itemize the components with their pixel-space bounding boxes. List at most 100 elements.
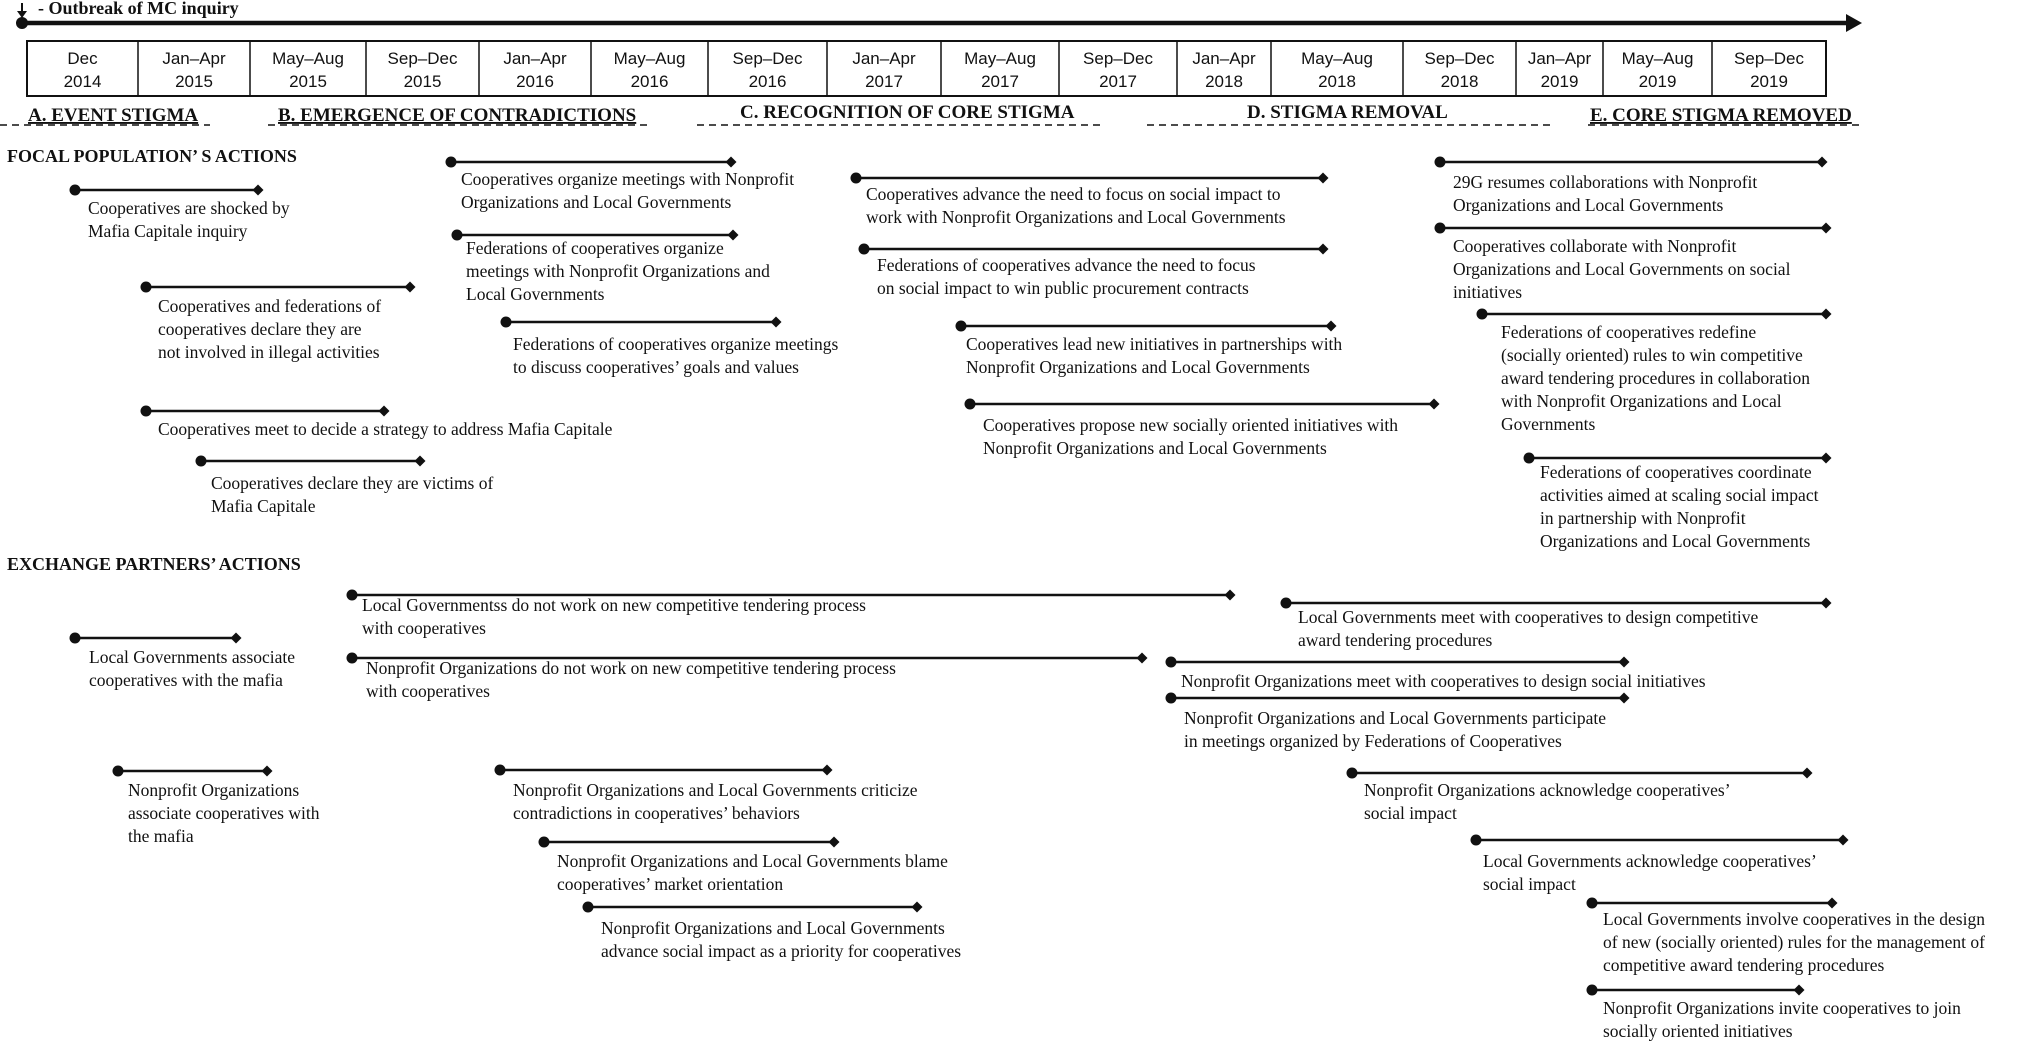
period-year: 2019 bbox=[1541, 72, 1579, 91]
phase-e: E. CORE STIGMA REMOVED bbox=[1588, 105, 1860, 126]
focal-action-text: Cooperatives lead new initiatives in par… bbox=[966, 334, 1342, 354]
end-diamond-icon bbox=[1136, 652, 1148, 664]
period-year: 2015 bbox=[175, 72, 213, 91]
start-dot-icon bbox=[140, 405, 152, 417]
exchange-action: Nonprofit Organizations acknowledge coop… bbox=[1346, 767, 1813, 823]
phase-b-label: B. EMERGENCE OF CONTRADICTIONS bbox=[278, 105, 636, 126]
period-grid: Dec2014Jan–Apr2015May–Aug2015Sep–Dec2015… bbox=[26, 40, 1827, 97]
period-months: May–Aug bbox=[1622, 49, 1694, 68]
start-dot-icon bbox=[195, 455, 207, 467]
end-diamond-icon bbox=[911, 901, 923, 913]
start-dot-icon bbox=[140, 281, 152, 293]
exchange-action-text: competitive award tendering procedures bbox=[1603, 955, 1885, 975]
period-months: Dec bbox=[67, 49, 98, 68]
end-diamond-icon bbox=[230, 632, 242, 644]
exchange-action-text: Local Governments meet with cooperatives… bbox=[1298, 607, 1758, 627]
focal-action: Cooperatives collaborate with NonprofitO… bbox=[1434, 222, 1832, 302]
focal-action-text: with Nonprofit Organizations and Local bbox=[1501, 391, 1782, 411]
start-dot-icon bbox=[1280, 597, 1292, 609]
exchange-action-text: with cooperatives bbox=[362, 618, 486, 638]
exchange-action: Local Governmentss do not work on new co… bbox=[346, 589, 1236, 638]
exchange-action-text: Local Governments associate bbox=[89, 647, 295, 667]
focal-action-text: Local Governments bbox=[466, 284, 605, 304]
focal-action-text: Cooperatives propose new socially orient… bbox=[983, 415, 1398, 435]
start-dot-icon bbox=[850, 172, 862, 184]
phase-d-label: D. STIGMA REMOVAL bbox=[1247, 102, 1448, 123]
start-dot-icon bbox=[582, 901, 594, 913]
exchange-action: Local Governments associatecooperatives … bbox=[69, 632, 295, 690]
focal-action-text: meetings with Nonprofit Organizations an… bbox=[466, 261, 770, 281]
exchange-action-text: Nonprofit Organizations and Local Govern… bbox=[557, 851, 948, 871]
focal-action: Cooperatives advance the need to focus o… bbox=[850, 172, 1329, 227]
exchange-action-text: Nonprofit Organizations bbox=[128, 780, 299, 800]
focal-action: Federations of cooperatives organize meet… bbox=[451, 229, 770, 304]
exchange-action-text: contradictions in cooperatives’ behavior… bbox=[513, 803, 800, 823]
start-dot-icon bbox=[1346, 767, 1358, 779]
focal-action: Cooperatives lead new initiatives in par… bbox=[955, 320, 1342, 377]
exchange-action-text: Nonprofit Organizations acknowledge coop… bbox=[1364, 780, 1731, 800]
end-diamond-icon bbox=[821, 764, 833, 776]
start-dot-icon bbox=[1523, 452, 1535, 464]
period-year: 2016 bbox=[749, 72, 787, 91]
end-diamond-icon bbox=[1826, 897, 1838, 909]
exchange-action-text: in meetings organized by Federations of … bbox=[1184, 731, 1562, 751]
focal-action-text: Federations of cooperatives redefine bbox=[1501, 322, 1756, 342]
focal-action-text: Cooperatives and federations of bbox=[158, 296, 381, 316]
start-dot-icon bbox=[346, 589, 358, 601]
start-dot-icon bbox=[1476, 308, 1488, 320]
end-diamond-icon bbox=[1618, 692, 1630, 704]
focal-action-text: Organizations and Local Governments bbox=[461, 192, 732, 212]
focal-action: Federations of cooperatives advance the … bbox=[858, 243, 1329, 298]
period-months: Sep–Dec bbox=[1734, 49, 1804, 68]
exchange-action-text: social impact bbox=[1364, 803, 1457, 823]
period-months: May–Aug bbox=[614, 49, 686, 68]
start-dot-icon bbox=[1586, 897, 1598, 909]
focal-action-text: Nonprofit Organizations and Local Govern… bbox=[983, 438, 1327, 458]
period-year: 2018 bbox=[1441, 72, 1479, 91]
focal-action-text: work with Nonprofit Organizations and Lo… bbox=[866, 207, 1286, 227]
period-year: 2014 bbox=[64, 72, 102, 91]
focal-action-text: initiatives bbox=[1453, 282, 1522, 302]
phase-c: C. RECOGNITION OF CORE STIGMA bbox=[697, 102, 1105, 126]
focal-action-text: Federations of cooperatives organize mee… bbox=[513, 334, 838, 354]
exchange-action-text: socially oriented initiatives bbox=[1603, 1021, 1793, 1041]
end-diamond-icon bbox=[1618, 656, 1630, 668]
period-year: 2018 bbox=[1205, 72, 1243, 91]
outbreak-marker-arrowhead bbox=[17, 11, 27, 18]
start-dot-icon bbox=[538, 836, 550, 848]
focal-action: Federations of cooperatives redefine (soc… bbox=[1476, 308, 1832, 434]
phase-d: D. STIGMA REMOVAL bbox=[1147, 102, 1550, 126]
focal-action-text: to discuss cooperatives’ goals and value… bbox=[513, 357, 799, 377]
exchange-action: Nonprofit Organizations and Local Govern… bbox=[1165, 692, 1630, 751]
exchange-action: Nonprofit Organizations invite cooperati… bbox=[1586, 984, 1961, 1041]
start-dot-icon bbox=[500, 316, 512, 328]
period-year: 2017 bbox=[1099, 72, 1137, 91]
period-months: Jan–Apr bbox=[1528, 49, 1592, 68]
focal-action-text: Mafia Capitale bbox=[211, 496, 316, 516]
focal-action-text: (socially oriented) rules to win competi… bbox=[1501, 345, 1803, 365]
exchange-action-text: of new (socially oriented) rules for the… bbox=[1603, 932, 1985, 952]
outbreak-dot bbox=[16, 17, 28, 29]
start-dot-icon bbox=[451, 229, 463, 241]
focal-action-text: on social impact to win public procureme… bbox=[877, 278, 1249, 298]
end-diamond-icon bbox=[1816, 156, 1828, 168]
period-year: 2015 bbox=[289, 72, 327, 91]
focal-action-text: Federations of cooperatives organize bbox=[466, 238, 724, 258]
period-year: 2017 bbox=[865, 72, 903, 91]
exchange-action-text: cooperatives’ market orientation bbox=[557, 874, 783, 894]
period-months: May–Aug bbox=[1301, 49, 1373, 68]
legend-label: - Outbreak of MC inquiry bbox=[38, 0, 239, 18]
exchange-action: Local Governments acknowledge cooperativ… bbox=[1470, 834, 1849, 894]
focal-action-text: Federations of cooperatives coordinate bbox=[1540, 462, 1812, 482]
start-dot-icon bbox=[1586, 984, 1598, 996]
exchange-action-text: Nonprofit Organizations meet with cooper… bbox=[1181, 671, 1706, 691]
start-dot-icon bbox=[494, 764, 506, 776]
